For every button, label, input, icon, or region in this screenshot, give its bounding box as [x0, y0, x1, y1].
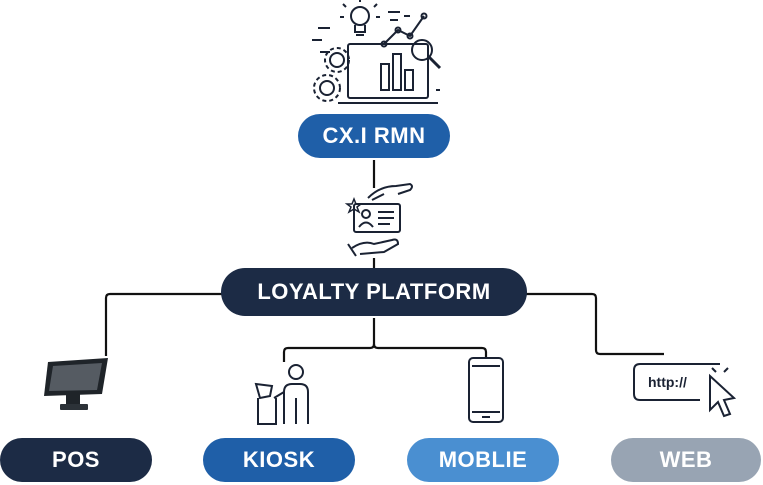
node-kiosk: KIOSK: [203, 438, 355, 482]
kiosk-user-icon: [254, 364, 309, 425]
node-loyalty-platform: LOYALTY PLATFORM: [221, 268, 527, 316]
node-pos-label: POS: [52, 447, 100, 472]
node-cx-rmn-label: CX.I RMN: [322, 123, 426, 148]
analytics-laptop-icon: [312, 0, 442, 104]
node-mobile: MOBLIE: [407, 438, 559, 482]
mobile-phone-icon: [468, 357, 504, 423]
node-kiosk-label: KIOSK: [242, 447, 316, 472]
node-cx-rmn: CX.I RMN: [298, 114, 450, 158]
connector-to-web: [526, 292, 664, 356]
connector-to-pos: [104, 292, 222, 356]
node-web-label: WEB: [659, 447, 713, 472]
loyalty-card-hands-icon: [344, 182, 413, 257]
node-mobile-label: MOBLIE: [438, 447, 528, 472]
connector-lines: [104, 160, 664, 362]
connector-to-mobile: [372, 343, 488, 358]
node-web: WEB: [611, 438, 761, 482]
web-url-text: http://: [648, 374, 687, 390]
web-browser-icon: [633, 363, 737, 418]
node-pos: POS: [0, 438, 152, 482]
node-loyalty-platform-label: LOYALTY PLATFORM: [257, 279, 491, 304]
pos-terminal-icon: [44, 358, 108, 410]
connector-to-kiosk: [282, 318, 376, 362]
